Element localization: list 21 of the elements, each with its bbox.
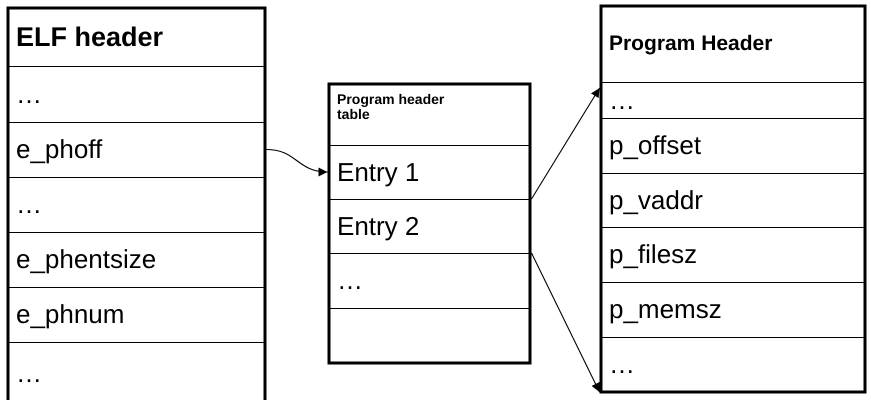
arrow xyxy=(531,88,600,200)
arrow xyxy=(266,148,328,176)
table-row: … xyxy=(8,177,265,232)
table-row: … xyxy=(601,82,865,118)
table-row: p_offset xyxy=(601,118,865,173)
table-row: e_phnum xyxy=(8,287,265,342)
table-row: … xyxy=(8,342,265,400)
table-row: p_vaddr xyxy=(601,173,865,227)
table-row: Entry 2 xyxy=(329,199,530,253)
table-row: e_phoff xyxy=(8,122,265,177)
table-row: p_filesz xyxy=(601,227,865,282)
table-row: … xyxy=(329,253,530,308)
table-row: e_phentsize xyxy=(8,232,265,287)
table-header-row: Program Header xyxy=(601,6,865,82)
table-row: … xyxy=(8,66,265,122)
table-header-row: ELF header xyxy=(8,8,265,66)
table-row: … xyxy=(601,337,865,392)
table-row: p_memsz xyxy=(601,282,865,337)
table-header-row: Program header table xyxy=(329,84,530,145)
table-row: Entry 1 xyxy=(329,145,530,199)
arrow xyxy=(531,252,600,392)
